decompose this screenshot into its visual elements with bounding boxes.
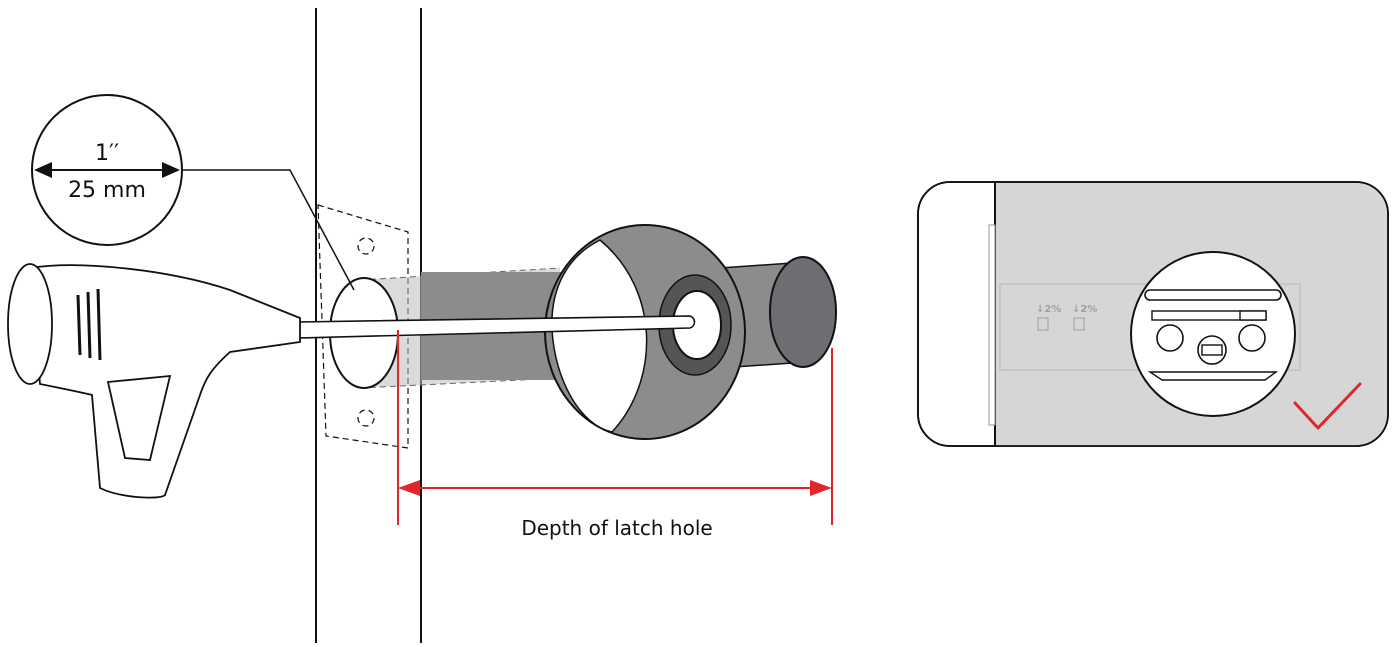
door-knob	[544, 224, 746, 440]
drill-icon	[7, 263, 301, 499]
diameter-callout: 1′′ 25 mm	[31, 94, 355, 291]
checkmark-icon	[1293, 382, 1362, 430]
depth-label: Depth of latch hole	[521, 516, 712, 540]
inset-mark-1: ↓2%	[1036, 304, 1061, 315]
inset-mark-2: ↓2%	[1072, 304, 1097, 315]
diameter-metric: 25 mm	[68, 178, 146, 203]
latch-faceplate-outline	[317, 204, 409, 449]
inset-panel: ↓2% ↓2%	[917, 181, 1389, 447]
zoom-circle	[1130, 251, 1296, 417]
callout-leader	[182, 169, 355, 291]
diameter-imperial: 1′′	[95, 141, 119, 166]
depth-dimension	[397, 330, 833, 525]
